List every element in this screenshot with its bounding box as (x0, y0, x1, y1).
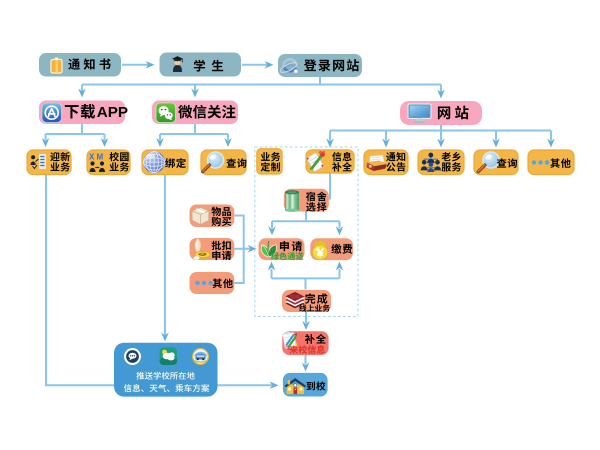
svg-text:APP: APP (97, 104, 128, 121)
svg-text:X M: X M (89, 153, 104, 162)
